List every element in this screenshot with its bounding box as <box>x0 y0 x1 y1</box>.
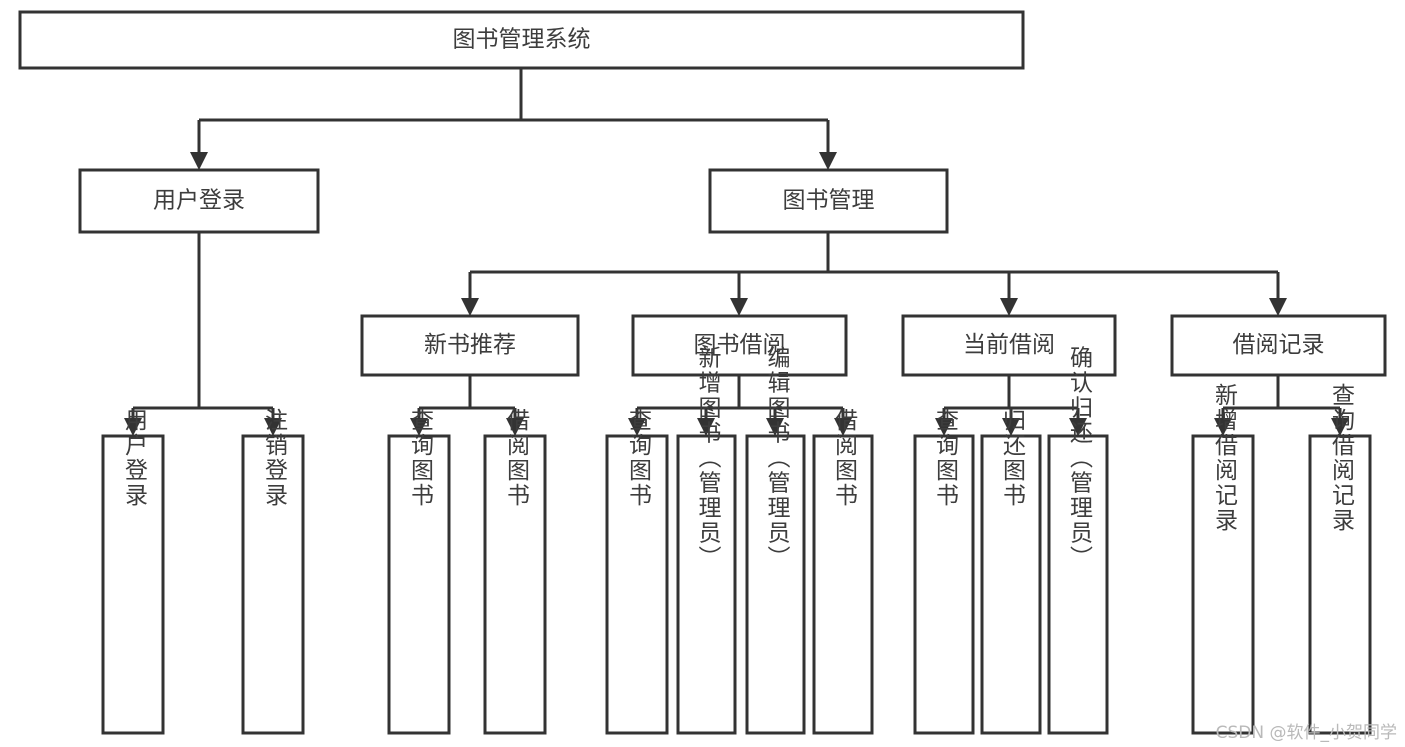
leaf-node-7[interactable]: 借阅图书 <box>812 408 874 735</box>
arrow-level2-1 <box>819 152 837 170</box>
level3-node-box-0[interactable] <box>360 314 580 377</box>
level3-node-box-1[interactable] <box>631 314 848 377</box>
leaf-node-label-0: 用户登录 <box>121 408 149 508</box>
leaf-node-box-8[interactable] <box>913 434 975 735</box>
arrow-leaf-2-2 <box>766 418 784 436</box>
arrow-leaf-4-1 <box>1331 418 1349 436</box>
leaf-node-box-1[interactable] <box>241 434 305 735</box>
level2-node-box-0[interactable] <box>78 168 320 234</box>
arrow-leaf-2-3 <box>834 418 852 436</box>
level3-node-label-1: 图书借阅 <box>694 332 786 358</box>
arrow-level3-3 <box>1269 298 1287 316</box>
level2-node-0[interactable]: 用户登录 <box>78 168 320 234</box>
connector-layer <box>124 68 1349 436</box>
leaf-node-0[interactable]: 用户登录 <box>101 408 165 735</box>
leaf-node-label-6: 编辑图书（管理员） <box>763 346 791 571</box>
leaf-node-label-2: 查询图书 <box>407 408 435 508</box>
leaf-node-11[interactable]: 新增借阅记录 <box>1191 383 1255 735</box>
leaf-node-box-3[interactable] <box>483 434 547 735</box>
level3-node-box-3[interactable] <box>1170 314 1387 377</box>
arrow-leaf-2-1 <box>697 418 715 436</box>
level2-node-1[interactable]: 图书管理 <box>708 168 949 234</box>
leaf-node-label-10: 确认归还（管理员） <box>1066 346 1094 571</box>
arrow-level3-2 <box>1000 298 1018 316</box>
level3-node-3[interactable]: 借阅记录 <box>1170 314 1387 377</box>
leaf-node-label-4: 查询图书 <box>625 408 653 508</box>
leaf-node-label-7: 借阅图书 <box>831 408 859 508</box>
level3-node-box-2[interactable] <box>901 314 1117 377</box>
leaf-node-3[interactable]: 借阅图书 <box>483 408 547 735</box>
level3-node-label-3: 借阅记录 <box>1233 332 1325 358</box>
leaf-node-box-10[interactable] <box>1047 434 1109 735</box>
leaf-node-10[interactable]: 确认归还（管理员） <box>1047 346 1109 735</box>
root-node-label-0: 图书管理系统 <box>453 27 591 53</box>
leaf-node-1[interactable]: 注销登录 <box>241 408 305 735</box>
leaf-node-label-12: 查询借阅记录 <box>1328 383 1356 533</box>
leaf-node-2[interactable]: 查询图书 <box>387 408 451 735</box>
leaf-node-label-1: 注销登录 <box>261 408 289 508</box>
arrow-leaf-0-0 <box>124 418 142 436</box>
node-layer: 图书管理系统用户登录图书管理新书推荐图书借阅当前借阅借阅记录用户登录注销登录查询… <box>18 10 1387 735</box>
level3-node-label-2: 当前借阅 <box>963 332 1055 358</box>
leaf-node-label-9: 归还图书 <box>999 408 1027 508</box>
leaf-node-label-11: 新增借阅记录 <box>1211 383 1239 533</box>
leaf-node-box-4[interactable] <box>605 434 669 735</box>
root-node-0[interactable]: 图书管理系统 <box>18 10 1025 70</box>
arrow-leaf-1-1 <box>506 418 524 436</box>
leaf-node-4[interactable]: 查询图书 <box>605 408 669 735</box>
level2-node-label-1: 图书管理 <box>783 188 875 214</box>
level3-node-0[interactable]: 新书推荐 <box>360 314 580 377</box>
leaf-node-9[interactable]: 归还图书 <box>980 408 1042 735</box>
leaf-node-5[interactable]: 新增图书（管理员） <box>676 346 737 735</box>
leaf-node-box-9[interactable] <box>980 434 1042 735</box>
leaf-node-label-8: 查询图书 <box>932 408 960 508</box>
leaf-node-box-11[interactable] <box>1191 434 1255 735</box>
leaf-node-box-2[interactable] <box>387 434 451 735</box>
level3-node-label-0: 新书推荐 <box>424 332 516 358</box>
leaf-node-8[interactable]: 查询图书 <box>913 408 975 735</box>
arrow-level2-0 <box>190 152 208 170</box>
leaf-node-label-3: 借阅图书 <box>503 408 531 508</box>
leaf-node-box-0[interactable] <box>101 434 165 735</box>
leaf-node-box-6[interactable] <box>745 434 806 735</box>
leaf-node-box-5[interactable] <box>676 434 737 735</box>
arrow-leaf-1-0 <box>410 418 428 436</box>
arrow-leaf-3-2 <box>1069 418 1087 436</box>
level2-node-box-1[interactable] <box>708 168 949 234</box>
level2-node-label-0: 用户登录 <box>153 188 245 214</box>
arrow-level3-1 <box>730 298 748 316</box>
arrow-leaf-0-1 <box>264 418 282 436</box>
root-node-box-0[interactable] <box>18 10 1025 70</box>
arrow-leaf-4-0 <box>1214 418 1232 436</box>
arrow-level3-0 <box>461 298 479 316</box>
arrow-leaf-3-1 <box>1002 418 1020 436</box>
arrow-leaf-3-0 <box>935 418 953 436</box>
leaf-node-label-5: 新增图书（管理员） <box>694 346 722 571</box>
level3-node-1[interactable]: 图书借阅 <box>631 314 848 377</box>
level3-node-2[interactable]: 当前借阅 <box>901 314 1117 377</box>
leaf-node-box-12[interactable] <box>1308 434 1372 735</box>
arrow-leaf-2-0 <box>628 418 646 436</box>
leaf-node-6[interactable]: 编辑图书（管理员） <box>745 346 806 735</box>
leaf-node-12[interactable]: 查询借阅记录 <box>1308 383 1372 735</box>
leaf-node-box-7[interactable] <box>812 434 874 735</box>
